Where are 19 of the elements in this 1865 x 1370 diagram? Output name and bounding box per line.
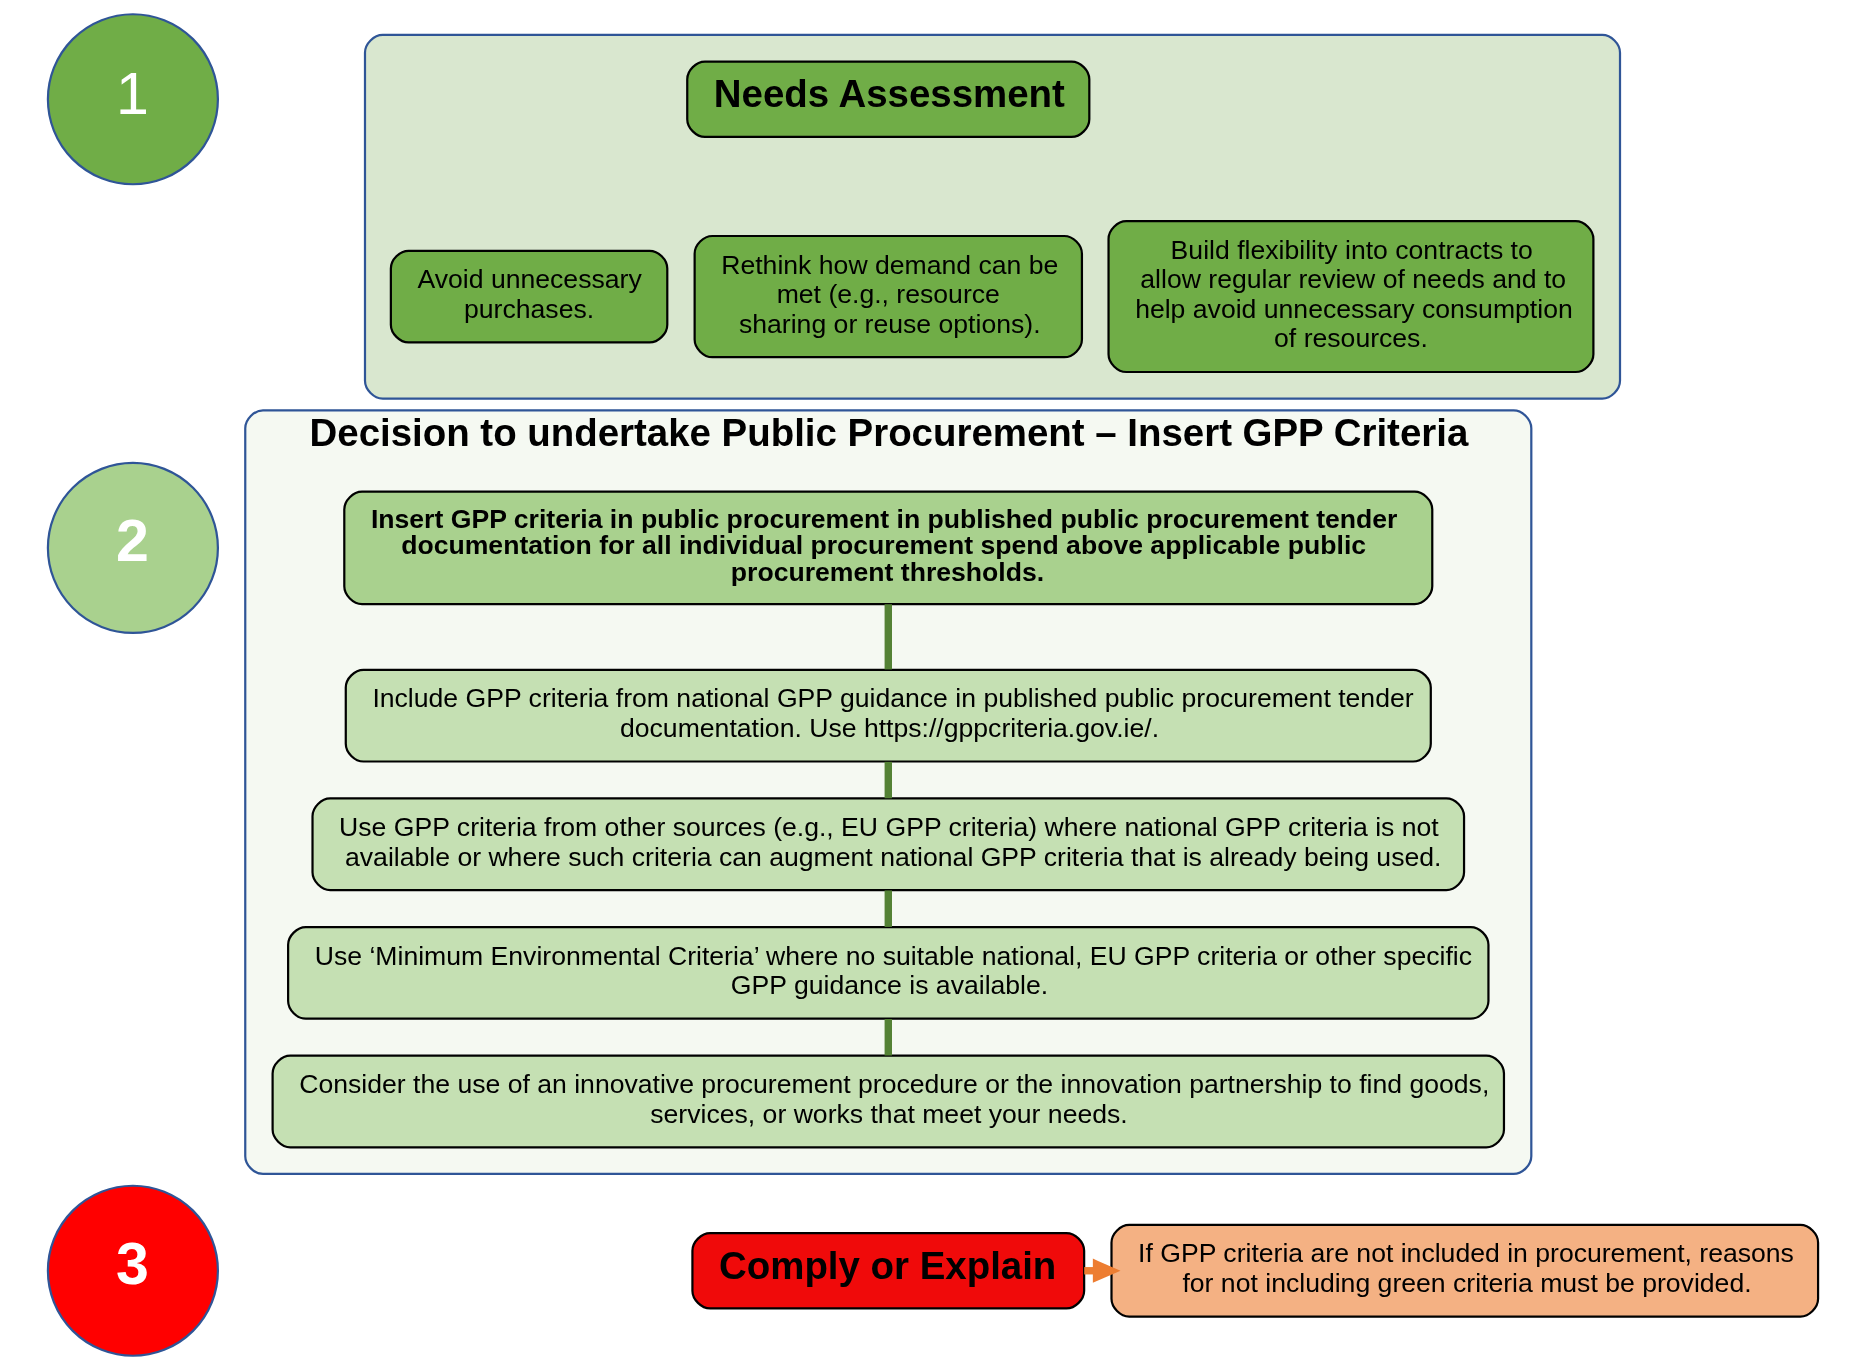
node-box: Consider the use of an innovative procurement procedure or the innovation partnership to find goods, services, or works that meet your needs. xyxy=(271,1054,1505,1149)
node-box: Include GPP criteria from national GPP guidance in published public procurement tender documentation. Use https://gppcriteria.gov.ie/. xyxy=(344,668,1432,763)
node-box: Use ‘Minimum Environmental Criteria’ where no suitable national, EU GPP criteria or other specific GPP guidance is available. xyxy=(286,925,1490,1020)
connector xyxy=(884,890,892,927)
node-box: Insert GPP criteria in public procurement in published public procurement tender documentation for all individual procurement spend above applicable public procurement thresholds. xyxy=(342,490,1433,606)
node-box: Needs Assessment xyxy=(685,60,1090,139)
node-box: Rethink how demand can be met (e.g., resource sharing or reuse options). xyxy=(693,234,1083,359)
node-box: If GPP criteria are not included in procurement, reasons for not including green criteria must be provided. xyxy=(1109,1223,1819,1318)
node-circle: 2 xyxy=(46,461,219,634)
cluster xyxy=(363,33,1621,400)
node-box: Build flexibility into contracts to allow regular review of needs and to help avoid unnecessary consumption of resources. xyxy=(1106,220,1594,374)
connector xyxy=(884,761,892,799)
node-circle: 3 xyxy=(46,1184,219,1357)
node-circle: 1 xyxy=(46,13,219,186)
node-box: Comply or Explain xyxy=(690,1231,1085,1310)
connector xyxy=(884,1019,892,1056)
connector xyxy=(884,604,892,670)
node-box: Use GPP criteria from other sources (e.g., EU GPP criteria) where national GPP criteria is not available or where such criteria can augment national GPP criteria that is already being used. xyxy=(310,797,1465,892)
node-box: Avoid unnecessary purchases. xyxy=(389,249,668,344)
